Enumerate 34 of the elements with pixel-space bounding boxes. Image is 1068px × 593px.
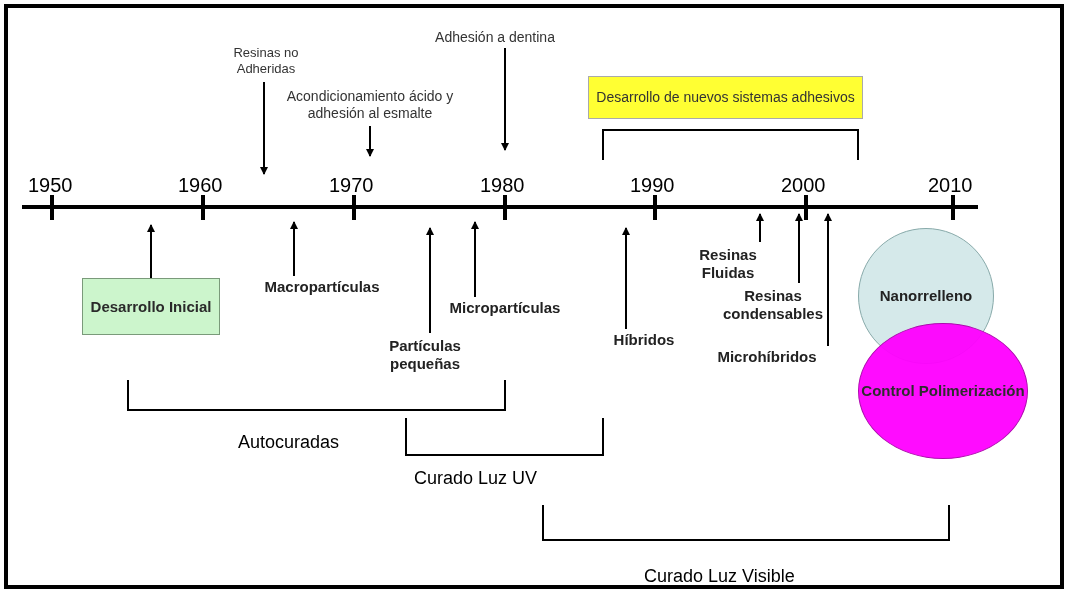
annotation-text: Acondicionamiento ácido y adhesión al esmalte bbox=[280, 84, 460, 126]
arrow bbox=[622, 227, 630, 330]
material-label: Partículas pequeñas bbox=[372, 333, 478, 377]
year-label: 1990 bbox=[630, 174, 675, 197]
material-label: Macropartículas bbox=[243, 276, 401, 298]
material-label: Resinas condensables bbox=[722, 283, 824, 327]
arrow bbox=[366, 125, 374, 157]
arrow bbox=[501, 47, 509, 151]
arrow bbox=[260, 81, 268, 175]
material-box: Desarrollo Inicial bbox=[82, 278, 220, 335]
year-label: 1950 bbox=[28, 174, 73, 197]
material-ellipse: Control Polimerización bbox=[858, 323, 1028, 459]
year-label: 2000 bbox=[781, 174, 826, 197]
arrow bbox=[290, 221, 298, 277]
bracket-label: Curado Luz UV bbox=[414, 468, 538, 489]
year-label: 2010 bbox=[928, 174, 973, 197]
arrow bbox=[756, 213, 764, 243]
arrow bbox=[426, 227, 434, 334]
year-label: 1970 bbox=[329, 174, 374, 197]
arrow bbox=[471, 221, 479, 298]
year-label: 1960 bbox=[178, 174, 223, 197]
bracket-label: Curado Luz Visible bbox=[644, 566, 795, 587]
arrow bbox=[795, 213, 803, 284]
material-label: Híbridos bbox=[600, 329, 688, 351]
material-label: Microhíbridos bbox=[704, 346, 830, 368]
annotation-text: Adhesión a dentina bbox=[420, 26, 570, 48]
annotation-text: Resinas no Adheridas bbox=[222, 40, 310, 82]
material-label: Micropartículas bbox=[430, 297, 580, 319]
bracket-label: Autocuradas bbox=[238, 432, 340, 453]
material-label: Resinas Fluidas bbox=[688, 242, 768, 286]
highlight-box: Desarrollo de nuevos sistemas adhesivos bbox=[588, 76, 863, 119]
arrow bbox=[147, 224, 155, 279]
year-label: 1980 bbox=[480, 174, 525, 197]
arrow bbox=[824, 213, 832, 347]
